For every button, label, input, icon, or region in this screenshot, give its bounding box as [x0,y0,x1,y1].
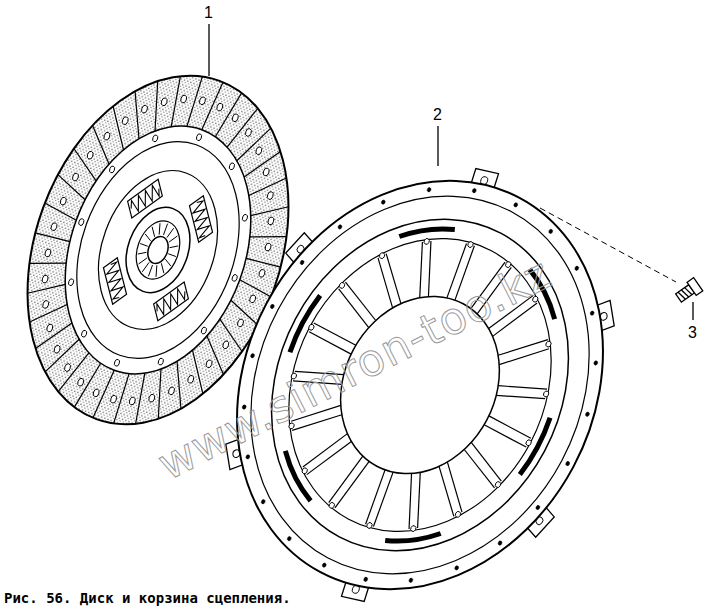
leader-line [437,126,438,166]
callout-number: 1 [202,4,215,22]
bolt [674,278,703,305]
assembly-line [540,208,676,282]
callout-number: 2 [431,106,444,124]
figure-caption: Рис. 56. Диск и корзина сцепления. [4,589,291,607]
leader-line [692,302,693,320]
leader-line [208,24,209,76]
callout-number: 3 [686,324,699,342]
